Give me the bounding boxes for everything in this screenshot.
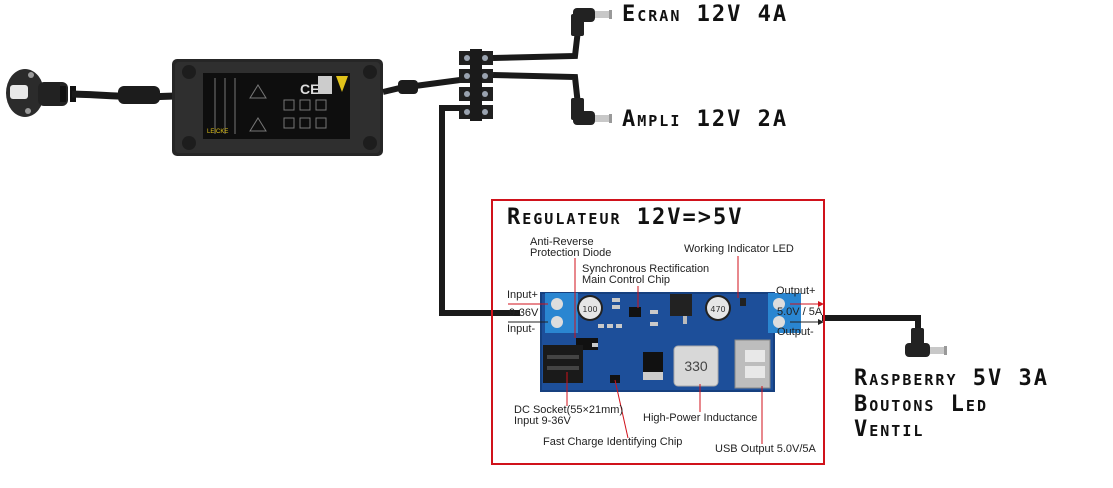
power-supply-brick: CE LEICKE xyxy=(172,59,383,156)
annotation-working-led: Working Indicator LED xyxy=(684,243,794,255)
psu-output-cable xyxy=(382,77,461,95)
annotation-dc-socket: DC Socket(55×21mm) Input 9-36V xyxy=(514,404,624,427)
dc-jack-raspberry xyxy=(905,328,947,357)
annotation-fast-charge: Fast Charge Identifying Chip xyxy=(543,436,683,448)
label-boutons-led: Boutons Led xyxy=(854,392,988,417)
label-ventil: Ventil xyxy=(854,417,925,442)
annotation-anti-reverse: Anti-Reverse Protection Diode xyxy=(530,236,612,259)
cable-ecran xyxy=(492,29,581,61)
label-ampli: Ampli 12V 2A xyxy=(622,107,789,132)
label-raspberry: Raspberry 5V 3A xyxy=(854,366,1049,391)
fast-charge-chip xyxy=(610,375,620,383)
annotation-inductance: High-Power Inductance xyxy=(643,412,758,424)
annotation-input-minus: Input- xyxy=(507,323,536,335)
svg-text:100: 100 xyxy=(582,305,597,314)
svg-text:470: 470 xyxy=(710,305,725,314)
cable-regulator-input xyxy=(439,105,520,316)
output-terminal xyxy=(768,293,801,333)
sync-rectification-chip xyxy=(629,307,641,317)
eu-plug xyxy=(6,69,76,117)
annotation-input-range: 9-36V xyxy=(509,307,539,319)
dc-jack-ecran xyxy=(571,8,612,36)
regulator-pcb: 100 470 330 xyxy=(540,292,801,392)
regulator-title: Regulateur 12V=>5V xyxy=(507,205,744,230)
input-terminal xyxy=(545,293,578,333)
annotation-input-plus: Input+ xyxy=(507,289,538,301)
cable-raspberry xyxy=(822,315,921,345)
regulator-frame xyxy=(491,199,825,465)
dc-jack-ampli xyxy=(571,98,612,125)
annotation-lines xyxy=(508,256,818,444)
usb-port xyxy=(734,339,771,389)
cable-ampli xyxy=(492,72,581,106)
dc-socket xyxy=(543,345,583,383)
annotation-sync-rectification: Synchronous Rectification Main Control C… xyxy=(582,263,710,286)
annotation-output-minus: Output- xyxy=(777,326,814,338)
annotation-usb-output: USB Output 5.0V/5A xyxy=(715,443,816,455)
label-ecran: Ecran 12V 4A xyxy=(622,2,789,27)
annotation-output-plus: Output+ xyxy=(776,285,816,297)
annotation-output-value: 5.0V / 5A xyxy=(777,306,823,318)
cable-strain-relief xyxy=(118,86,160,104)
svg-text:330: 330 xyxy=(684,358,708,374)
svg-text:LEICKE: LEICKE xyxy=(207,129,228,135)
svg-text:CE: CE xyxy=(300,81,319,97)
terminal-block xyxy=(459,49,493,121)
inductor xyxy=(673,345,719,387)
